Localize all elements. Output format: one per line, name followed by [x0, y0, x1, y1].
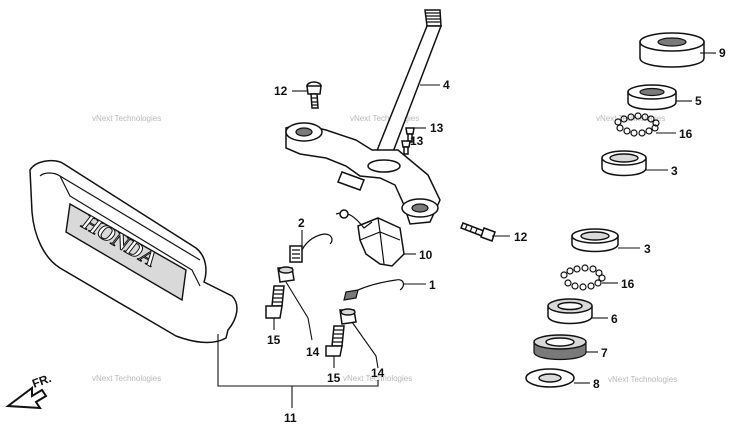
callout-7: 7: [601, 346, 608, 360]
bolt-15-left-part: [265, 266, 295, 319]
callout-12-top: 12: [274, 84, 288, 98]
callout-6: 6: [611, 312, 618, 326]
callout-1: 1: [429, 278, 436, 292]
callout-10: 10: [419, 248, 433, 262]
watermark-2: vNext Technologies: [350, 114, 419, 123]
bolt-12-top-part: [306, 81, 322, 109]
callout-9: 9: [719, 46, 726, 60]
callout-14-right: 14: [371, 366, 385, 380]
watermark-6: vNext Technologies: [608, 375, 677, 384]
upper-bearing-stack-part: [601, 32, 705, 177]
front-direction-arrow: FR.: [5, 371, 53, 410]
front-arrow-label: FR.: [30, 371, 53, 391]
callout-2: 2: [298, 216, 305, 230]
front-cover-part: HONDA: [29, 159, 238, 344]
callout-labels: 4 9 5 16 3 12 13 13 12 3 16 6 7 8 2 10 1…: [267, 46, 726, 425]
steering-stem-part: [285, 9, 443, 225]
callout-14-left: 14: [306, 345, 320, 359]
callout-16-lower: 16: [621, 277, 635, 291]
callout-5: 5: [695, 94, 702, 108]
callout-13-b: 13: [410, 134, 424, 148]
watermarks: vNext Technologies vNext Technologies vN…: [92, 114, 677, 384]
callout-12-right: 12: [514, 230, 528, 244]
watermark-1: vNext Technologies: [92, 114, 161, 123]
callout-4: 4: [443, 78, 450, 92]
callout-15-left: 15: [267, 333, 281, 347]
bolt-15-right-part: [325, 308, 357, 357]
clip-1-part: [343, 279, 405, 301]
bolt-12-right-part: [460, 222, 496, 242]
leader-lines: [217, 52, 716, 408]
callout-3-top: 3: [671, 164, 678, 178]
bolts-13-part: [401, 127, 415, 155]
callout-16-top: 16: [679, 127, 693, 141]
watermark-5: vNext Technologies: [343, 374, 412, 383]
watermark-4: vNext Technologies: [92, 374, 161, 383]
callout-15-right: 15: [327, 371, 341, 385]
callout-8: 8: [593, 377, 600, 391]
bracket-10-part: [335, 209, 405, 267]
callout-3-lower: 3: [644, 242, 651, 256]
watermark-3: vNext Technologies: [596, 114, 665, 123]
lower-bearing-stack-part: [525, 228, 619, 388]
callout-13-a: 13: [430, 121, 444, 135]
callout-11: 11: [284, 411, 297, 425]
clip-2-part: [289, 233, 333, 263]
